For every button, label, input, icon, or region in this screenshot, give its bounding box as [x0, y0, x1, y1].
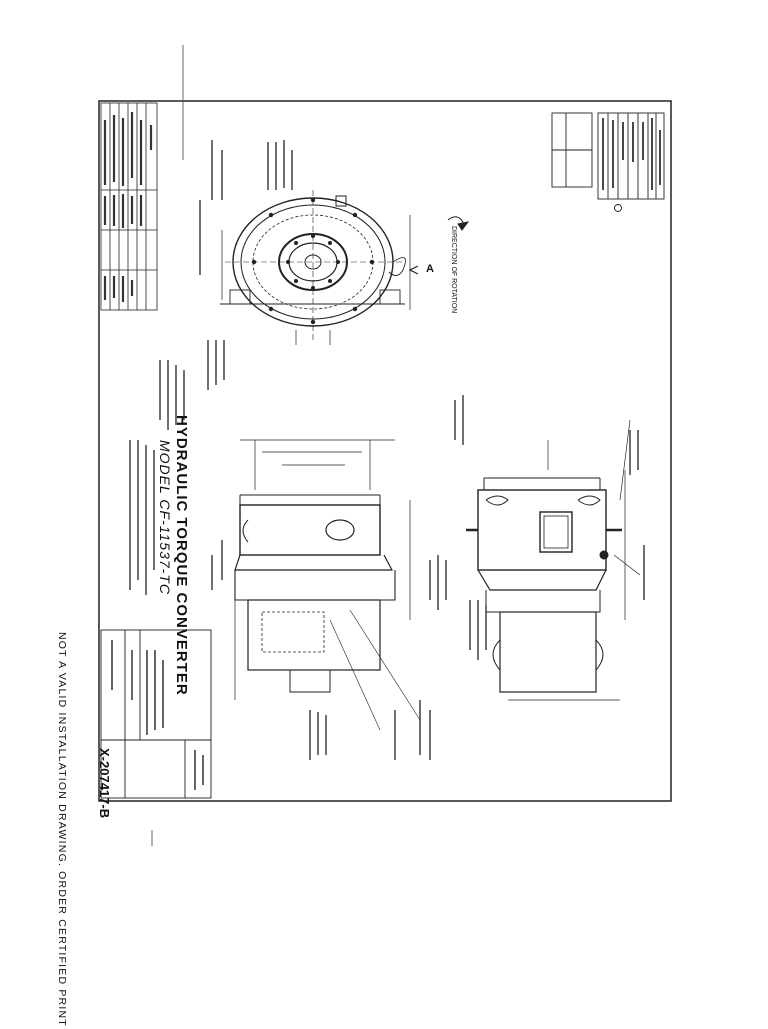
installation-note: NOT A VALID INSTALLATION DRAWING. ORDER …	[56, 632, 68, 1027]
drawing-notes	[129, 140, 645, 760]
section-label: A	[426, 263, 434, 275]
operating-data-table	[551, 112, 665, 212]
drawing-number: X-207417-B	[97, 748, 112, 819]
side-view-right	[466, 419, 641, 701]
drawing-title: HYDRAULIC TORQUE CONVERTER	[173, 415, 190, 696]
title-block	[100, 629, 212, 799]
revision-block	[100, 102, 158, 311]
drawing-border	[98, 100, 672, 802]
side-view-left	[234, 439, 421, 731]
drawing-model: MODEL CF-11537-TC	[157, 440, 173, 595]
direction-of-rotation-arrow	[408, 216, 470, 275]
end-view	[220, 190, 411, 345]
direction-label: DIRECTION OF ROTATION	[450, 226, 457, 313]
